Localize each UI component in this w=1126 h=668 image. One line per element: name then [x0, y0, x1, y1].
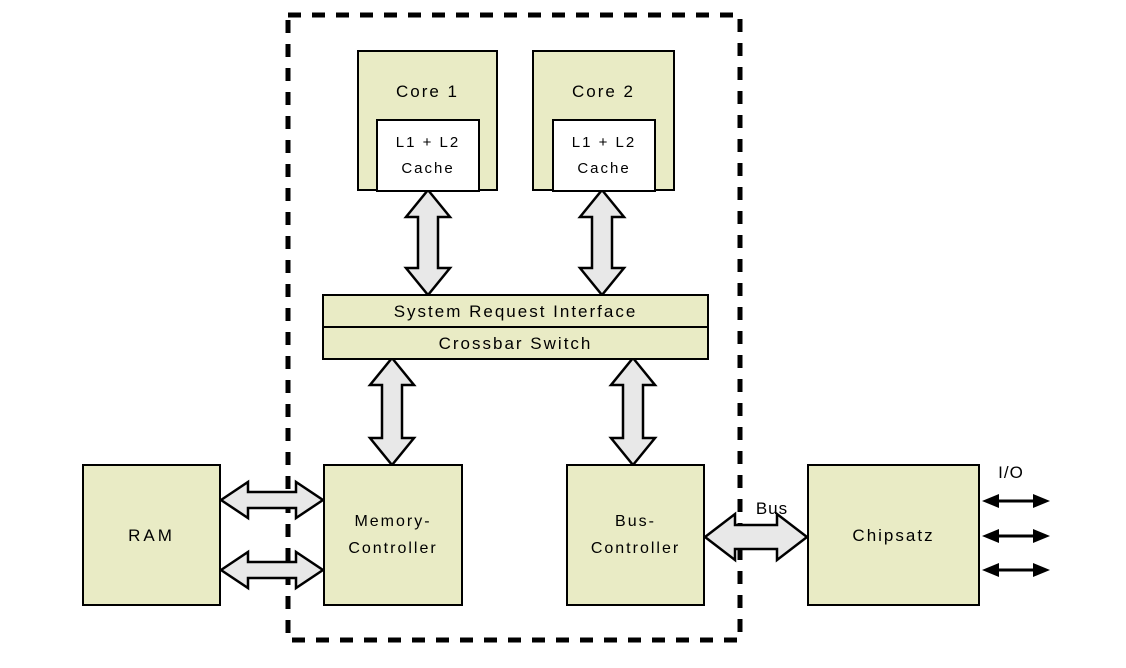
io-arrow-2 — [982, 529, 1050, 543]
core2-cache-line1: L1 + L2 — [571, 133, 637, 151]
memory-controller-box: Memory- Controller — [323, 464, 463, 606]
crossbar-switch-label: Crossbar Switch — [438, 333, 593, 353]
core2-cache-line2: Cache — [577, 159, 631, 177]
core1-cache-box: L1 + L2 Cache — [376, 119, 480, 192]
io-label: I/O — [998, 463, 1024, 482]
memory-controller-line1: Memory- — [354, 513, 432, 530]
ram-label: RAM — [128, 525, 175, 545]
io-arrow-1 — [982, 494, 1050, 508]
chipset-box: Chipsatz — [807, 464, 980, 606]
core2-sri-arrow — [577, 188, 627, 297]
chipset-label: Chipsatz — [852, 525, 935, 545]
core1-cache-label: L1 + L2 Cache — [396, 130, 460, 182]
core1-label: Core 1 — [395, 82, 460, 101]
core1-cache-line1: L1 + L2 — [395, 133, 461, 151]
ram-box: RAM — [82, 464, 221, 606]
memory-controller-label: Memory- Controller — [348, 508, 437, 562]
bus-controller-line1: Bus- — [615, 513, 656, 530]
system-request-interface-label: System Request Interface — [393, 301, 638, 321]
memory-controller-line2: Controller — [348, 540, 438, 557]
crossbar-switch-bar: Crossbar Switch — [322, 326, 709, 360]
system-request-interface-bar: System Request Interface — [322, 294, 709, 328]
io-arrow-3 — [982, 563, 1050, 577]
core1-sri-arrow — [403, 188, 453, 297]
core2-cache-box: L1 + L2 Cache — [552, 119, 656, 192]
bus-label: Bus — [755, 499, 789, 518]
crossbar-memory-controller-arrow — [367, 356, 417, 467]
bus-controller-label: Bus- Controller — [591, 508, 680, 562]
bus-controller-chipset-arrow — [702, 511, 810, 563]
bus-controller-box: Bus- Controller — [566, 464, 705, 606]
ram-memory-controller-arrow-lower — [218, 549, 326, 591]
cpu-package-boundary — [285, 12, 743, 643]
core1-cache-line2: Cache — [401, 159, 455, 177]
ram-memory-controller-arrow-upper — [218, 479, 326, 521]
core2-cache-label: L1 + L2 Cache — [572, 130, 636, 182]
bus-controller-line2: Controller — [590, 540, 681, 557]
core2-label: Core 2 — [571, 82, 636, 101]
crossbar-bus-controller-arrow — [608, 356, 658, 467]
